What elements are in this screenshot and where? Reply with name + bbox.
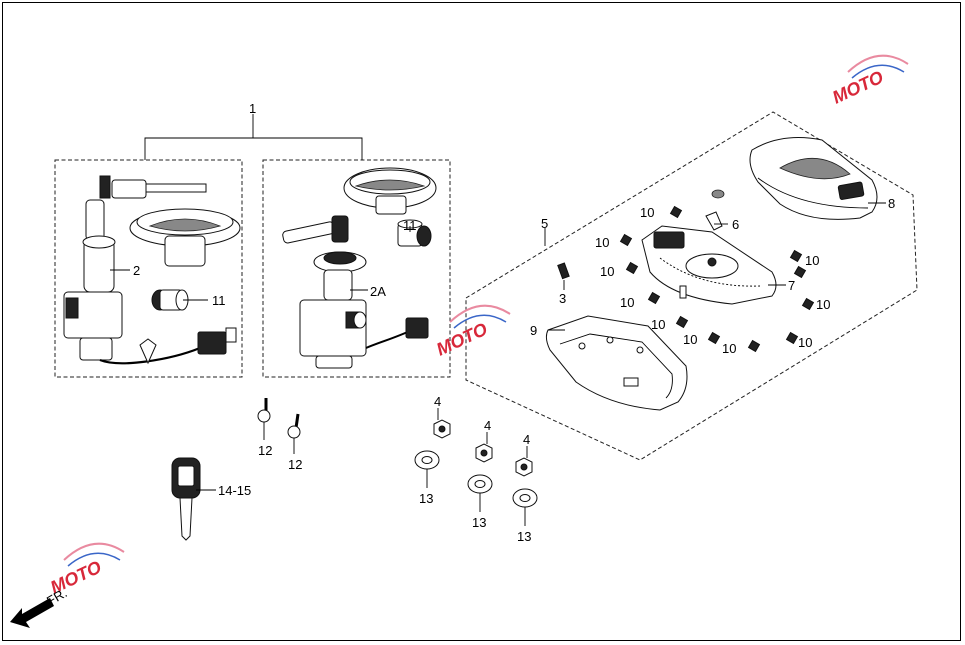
label-10-i: 10 — [816, 297, 830, 312]
ignition-switch-assy-left — [63, 175, 241, 365]
ignition-switch-assy-right — [282, 167, 437, 369]
nut-4-a — [433, 419, 451, 439]
washer-13-a — [414, 450, 440, 470]
screw-12-b — [287, 413, 301, 439]
label-5: 5 — [541, 216, 548, 231]
label-9: 9 — [530, 323, 537, 338]
label-13-c: 13 — [517, 529, 531, 544]
label-11-left: 11 — [212, 293, 226, 308]
watermark-logo-mid: MOTO — [433, 304, 511, 360]
meter-cover — [749, 137, 878, 220]
speedometer-unit — [641, 225, 777, 305]
label-1: 1 — [249, 101, 256, 116]
washer-13-b — [467, 474, 493, 494]
lock-cylinder-left — [151, 289, 189, 311]
label-13-b: 13 — [472, 515, 486, 530]
label-12-a: 12 — [258, 443, 272, 458]
meter-lower-case — [545, 315, 688, 411]
group-box-right — [262, 159, 451, 378]
label-13-a: 13 — [419, 491, 433, 506]
label-4-a: 4 — [434, 394, 441, 409]
label-4-b: 4 — [484, 418, 491, 433]
group-box-left — [54, 159, 243, 378]
lock-cylinder-right — [397, 219, 432, 247]
label-3: 3 — [559, 291, 566, 306]
label-11-right: 11 — [403, 218, 417, 233]
label-10-c: 10 — [600, 264, 614, 279]
rubber-plug — [705, 189, 725, 231]
label-10-h: 10 — [798, 335, 812, 350]
label-8: 8 — [888, 196, 895, 211]
label-14-15: 14-15 — [218, 483, 251, 498]
label-12-b: 12 — [288, 457, 302, 472]
leader-lines — [110, 202, 886, 526]
key-14-15 — [171, 457, 201, 541]
label-4-c: 4 — [523, 432, 530, 447]
label-6: 6 — [732, 217, 739, 232]
washer-13-c — [512, 488, 538, 508]
watermark-text-mid: MOTO — [433, 319, 490, 360]
front-direction-arrow: FR. — [10, 585, 70, 628]
label-2: 2 — [133, 263, 140, 278]
label-10-g: 10 — [722, 341, 736, 356]
label-10-e: 10 — [651, 317, 665, 332]
watermark-logo-top: MOTO — [829, 54, 909, 108]
label-7: 7 — [788, 278, 795, 293]
screw-12-a — [257, 398, 271, 423]
group-box-meter — [465, 111, 918, 461]
meter-screws — [557, 205, 815, 353]
nut-4-c — [515, 457, 533, 477]
label-10-a: 10 — [640, 205, 654, 220]
nut-4-b — [475, 443, 493, 463]
label-2a: 2A — [370, 284, 386, 299]
label-10-b: 10 — [595, 235, 609, 250]
label-10-j: 10 — [805, 253, 819, 268]
bracket-part-1 — [144, 114, 363, 160]
label-10-f: 10 — [683, 332, 697, 347]
label-10-d: 10 — [620, 295, 634, 310]
